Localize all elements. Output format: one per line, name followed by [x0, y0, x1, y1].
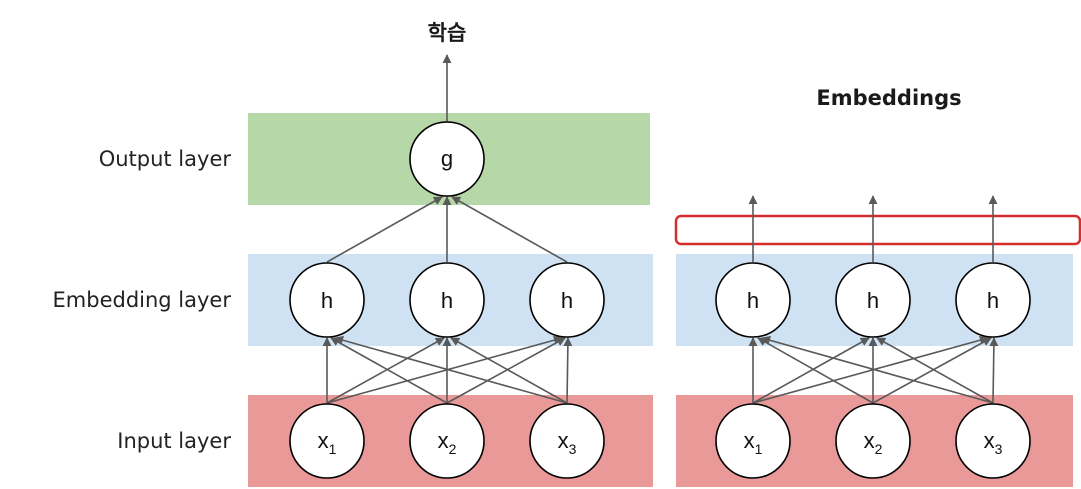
output-layer-label: Output layer — [99, 147, 232, 171]
training-title: 학습 — [428, 21, 467, 45]
right-input-node-3: x3 — [955, 403, 1031, 479]
edge — [326, 335, 563, 404]
right-input-node-2: x2 — [835, 403, 911, 479]
left-input-to-hidden-edges — [322, 335, 573, 404]
left-hidden-node-2: h — [409, 262, 485, 338]
hidden-node-label: h — [321, 288, 333, 313]
input-node-label: x3 — [984, 428, 1003, 457]
right-hidden-node-3: h — [955, 262, 1031, 338]
input-node-base: x — [318, 428, 329, 453]
edge — [752, 337, 870, 404]
left-input-node-3: x3 — [529, 403, 605, 479]
hidden-node-label: h — [441, 288, 453, 313]
embeddings-highlight-box — [674, 214, 1081, 246]
input-node-base: x — [984, 428, 995, 453]
hidden-node-label: h — [561, 288, 573, 313]
input-node-base: x — [438, 428, 449, 453]
output-node-label: g — [441, 146, 453, 171]
edge — [563, 337, 573, 404]
input-node-label: x2 — [438, 428, 457, 457]
edge — [757, 337, 874, 404]
left-hidden-to-output-edges — [326, 196, 568, 263]
edge — [761, 335, 994, 404]
input-node-subscript: 3 — [569, 441, 577, 457]
input-node-label: x3 — [558, 428, 577, 457]
hidden-node-label: h — [987, 288, 999, 313]
embedding-layer-label: Embedding layer — [53, 288, 232, 312]
edge — [872, 337, 992, 404]
left-input-node-1: x1 — [289, 403, 365, 479]
embeddings-title: Embeddings — [816, 86, 961, 110]
right-hidden-output-arrows — [748, 195, 998, 262]
right-hidden-node-2: h — [835, 262, 911, 338]
edge — [451, 196, 568, 263]
right-input-node-1: x1 — [715, 403, 791, 479]
input-node-base: x — [744, 428, 755, 453]
edge — [334, 335, 568, 404]
edge — [330, 337, 448, 404]
hidden-node-label: h — [747, 288, 759, 313]
input-node-label: x2 — [864, 428, 883, 457]
input-node-subscript: 2 — [449, 441, 457, 457]
right-input-to-hidden-edges — [748, 335, 999, 404]
left-input-node-2: x2 — [409, 403, 485, 479]
right-hidden-node-1: h — [715, 262, 791, 338]
edge — [989, 337, 999, 404]
hidden-node-label: h — [867, 288, 879, 313]
left-hidden-node-1: h — [289, 262, 365, 338]
edge — [446, 337, 566, 404]
input-node-subscript: 3 — [995, 441, 1003, 457]
input-node-label: x1 — [318, 428, 337, 457]
input-node-subscript: 1 — [755, 441, 763, 457]
input-node-subscript: 1 — [329, 441, 337, 457]
input-node-base: x — [864, 428, 875, 453]
input-layer-label: Input layer — [117, 429, 231, 453]
output-node: g — [409, 121, 485, 197]
edge — [450, 337, 568, 404]
input-node-base: x — [558, 428, 569, 453]
edge — [326, 337, 445, 404]
input-node-subscript: 2 — [875, 441, 883, 457]
edge — [876, 337, 994, 404]
edge — [326, 196, 443, 263]
left-hidden-node-3: h — [529, 262, 605, 338]
edge — [752, 335, 989, 404]
input-node-label: x1 — [744, 428, 763, 457]
